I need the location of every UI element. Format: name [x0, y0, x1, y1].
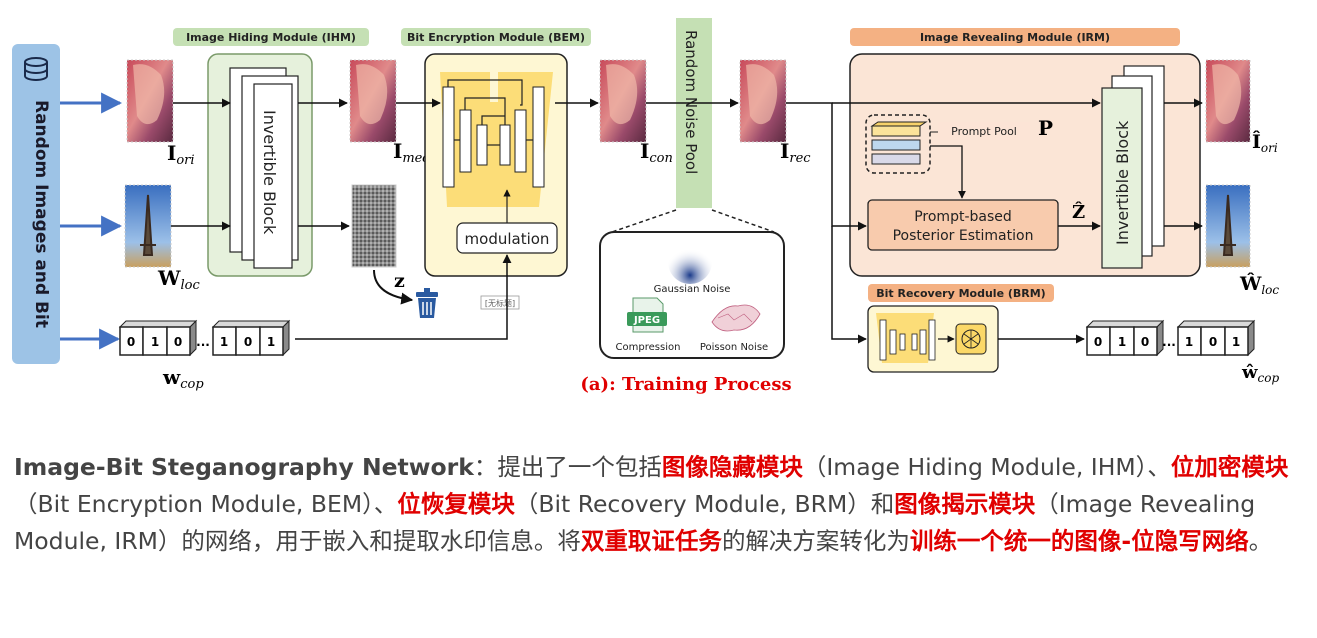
unet-shape	[440, 72, 553, 207]
svg-text:[无标题]: [无标题]	[485, 298, 515, 308]
label-i-med: Imed	[393, 139, 431, 166]
bit-sequence-in: 0 1 0 ... 1 0 1	[118, 319, 291, 357]
irm-tag	[850, 28, 1180, 46]
caption-network-name: Image-Bit Steganography Network	[14, 453, 474, 481]
irm-title: Image Revealing Module (IRM)	[920, 31, 1110, 44]
caption-highlight-brm: 位恢复模块	[397, 490, 515, 518]
caption-highlight-bem: 位加密模块	[1170, 453, 1289, 481]
image-i-ori	[126, 59, 174, 143]
svg-text:0: 0	[1209, 335, 1217, 349]
noise-pool-label: Random Noise Pool	[682, 30, 700, 174]
training-process-label: (a): Training Process	[580, 374, 791, 395]
brm-title: Bit Recovery Module (BRM)	[876, 287, 1045, 300]
modulation-label: modulation	[465, 230, 550, 248]
gaussian-noise-icon	[668, 240, 712, 284]
caption-highlight-irm: 图像揭示模块	[894, 490, 1036, 518]
prompt-pool-tag	[938, 122, 1030, 140]
arrow-bits-to-modulation	[295, 254, 512, 340]
caption-paragraph: Image-Bit Steganography Network：提出了一个包括图…	[14, 453, 1289, 555]
side-label: Random Images and Bit	[31, 100, 51, 328]
jpeg-icon: JPEG	[627, 297, 667, 333]
label-w-loc: Wloc	[157, 266, 200, 293]
svg-text:...: ...	[1162, 335, 1176, 349]
ihm-tag	[173, 28, 369, 46]
label-i-rec: Irec	[780, 139, 811, 166]
label-p: P	[1038, 116, 1053, 140]
image-w-loc	[124, 184, 172, 268]
svg-text:1: 1	[220, 335, 228, 349]
svg-text:0: 0	[1094, 335, 1102, 349]
label-i-ori: Iori	[167, 141, 195, 168]
arrow-z-discard	[373, 269, 414, 305]
label-w-cop-hat: ŵcop	[1241, 362, 1279, 385]
ihm-layer-3	[253, 83, 293, 269]
gaussian-noise-label: Gaussian Noise	[654, 284, 731, 295]
poisson-noise-icon	[711, 304, 761, 332]
network-icon	[955, 323, 987, 355]
label-w-cop: wcop	[162, 365, 204, 392]
prompt-pool-icon	[865, 114, 931, 174]
svg-text:1: 1	[1185, 335, 1193, 349]
image-i-med	[349, 59, 397, 143]
caption-highlight-ihm: 图像隐藏模块	[661, 453, 803, 481]
svg-text:0: 0	[174, 335, 182, 349]
side-bar	[12, 44, 60, 364]
posterior-estimation-box	[867, 199, 1059, 251]
svg-text:1: 1	[1232, 335, 1240, 349]
prompt-pool-label: Prompt Pool	[951, 125, 1017, 138]
irm-invertible-block	[1101, 87, 1143, 269]
compression-label: Compression	[616, 342, 681, 353]
diagram: Random Images and Bit Iori Wloc Image Hi…	[12, 18, 1279, 395]
database-icon	[24, 57, 48, 81]
svg-text:JPEG: JPEG	[633, 315, 660, 326]
poisson-noise-label: Poisson Noise	[700, 342, 768, 353]
label-z-hat: Ẑ	[1072, 200, 1085, 223]
svg-text:1: 1	[151, 335, 159, 349]
image-i-con	[599, 59, 647, 143]
trash-icon	[416, 288, 438, 318]
label-i-ori-hat: Îori	[1252, 130, 1278, 155]
image-i-rec	[739, 59, 787, 143]
label-w-loc-hat: Ŵloc	[1239, 272, 1279, 297]
bem-title: Bit Encryption Module (BEM)	[407, 31, 585, 44]
svg-text:...: ...	[196, 335, 210, 349]
bem-tag	[401, 28, 591, 46]
posterior-line-2: Posterior Estimation	[893, 228, 1034, 244]
irm-block-label: Invertible Block	[1113, 120, 1132, 245]
noise-pool-bar	[676, 18, 712, 208]
svg-text:1: 1	[267, 335, 275, 349]
ihm-title: Image Hiding Module (IHM)	[186, 31, 356, 44]
svg-text:0: 0	[244, 335, 252, 349]
svg-text:0: 0	[127, 335, 135, 349]
brm-tag	[868, 284, 1054, 302]
svg-text:0: 0	[1141, 335, 1149, 349]
label-i-con: Icon	[640, 139, 673, 166]
image-i-ori-hat	[1205, 59, 1251, 143]
ihm-block-label: Invertible Block	[260, 110, 279, 235]
caption-highlight-network: 训练一个统一的图像-位隐写网络	[909, 527, 1249, 555]
label-z: z	[394, 270, 405, 292]
untitled-tag	[480, 295, 520, 310]
bit-sequence-out: 0 1 0 ... 1 0 1	[1085, 319, 1256, 357]
image-w-loc-hat	[1205, 184, 1251, 268]
image-z-noise	[351, 184, 397, 268]
posterior-line-1: Prompt-based	[914, 209, 1012, 225]
svg-text:1: 1	[1118, 335, 1126, 349]
caption-highlight-task: 双重取证任务	[580, 527, 722, 555]
